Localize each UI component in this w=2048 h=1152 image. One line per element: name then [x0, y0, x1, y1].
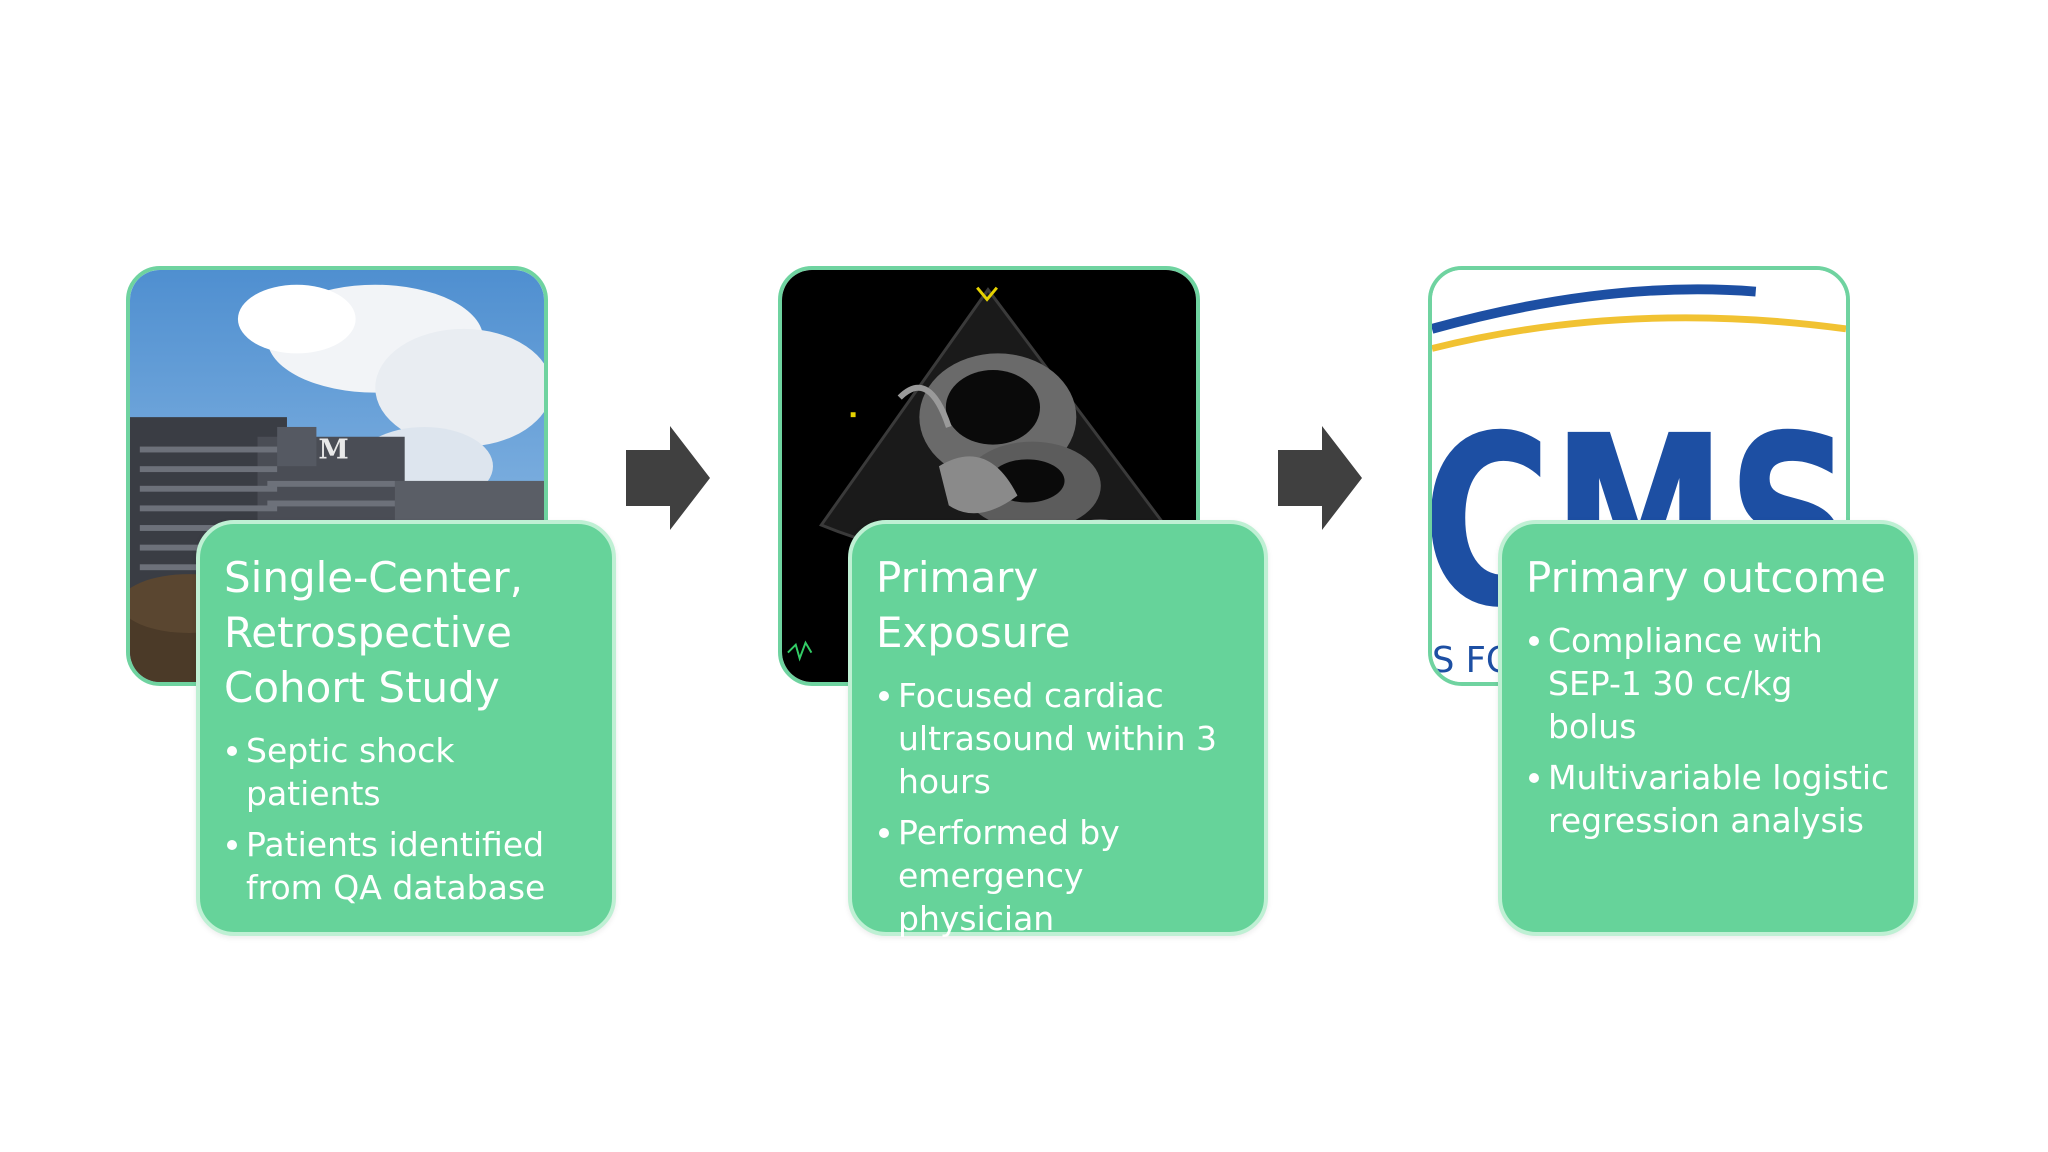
- step-bullet: Septic shock patients: [224, 729, 588, 815]
- arrow-right-shape: [1278, 426, 1362, 530]
- arrow-right-shape: [626, 426, 710, 530]
- step-card-primary-exposure: Primary Exposure Focused cardiac ultraso…: [848, 520, 1268, 938]
- step-title: Single-Center, Retrospective Cohort Stud…: [224, 553, 523, 712]
- step-bullet: Compliance with SEP-1 30 cc/kg bolus: [1526, 619, 1890, 748]
- step-bullet-list: Compliance with SEP-1 30 cc/kg bolus Mul…: [1526, 619, 1890, 842]
- hospital-sign: M: [318, 433, 348, 465]
- step-bullet-list: Focused cardiac ultrasound within 3 hour…: [876, 674, 1240, 940]
- arrow-right-icon: [1278, 426, 1362, 530]
- arrow-right-icon: [626, 426, 710, 530]
- step-bullet: Focused cardiac ultrasound within 3 hour…: [876, 674, 1240, 803]
- step-bullet: Performed by emergency physician: [876, 811, 1240, 940]
- step-title: Primary outcome: [1526, 553, 1886, 602]
- step-bullet: Multivariable logistic regression analys…: [1526, 756, 1890, 842]
- step-card-primary-outcome: Primary outcome Compliance with SEP-1 30…: [1498, 520, 1918, 936]
- step-bullet-list: Septic shock patients Patients identifie…: [224, 729, 588, 909]
- step-bullet: Patients identified from QA database: [224, 823, 588, 909]
- step-title: Primary Exposure: [876, 553, 1071, 657]
- step-card-study-design: Single-Center, Retrospective Cohort Stud…: [196, 520, 616, 936]
